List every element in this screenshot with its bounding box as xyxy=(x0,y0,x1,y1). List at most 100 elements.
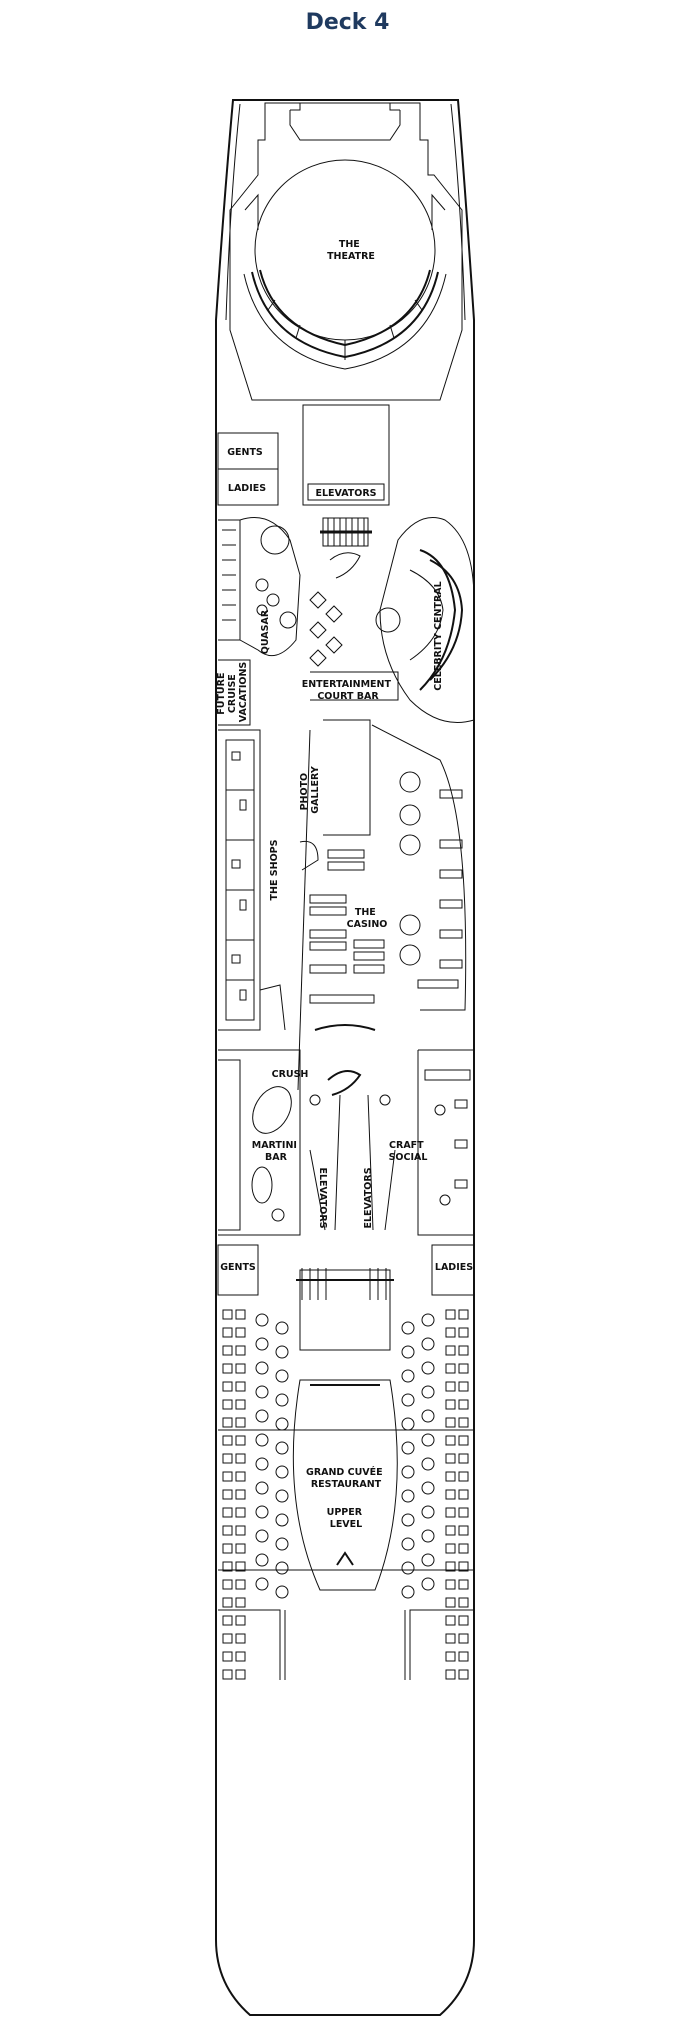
table xyxy=(222,1561,233,1572)
table xyxy=(222,1381,233,1392)
table xyxy=(222,1327,233,1338)
quasar-label: QUASAR xyxy=(260,609,271,654)
table xyxy=(222,1471,233,1482)
hull-outline xyxy=(215,99,475,2016)
table xyxy=(222,1417,233,1428)
table xyxy=(401,1513,415,1527)
table xyxy=(235,1507,246,1518)
table xyxy=(222,1363,233,1374)
table xyxy=(421,1385,435,1399)
table xyxy=(421,1481,435,1495)
table xyxy=(401,1489,415,1503)
table xyxy=(445,1471,456,1482)
table xyxy=(421,1553,435,1567)
table xyxy=(445,1507,456,1518)
casino-label: THE CASINO xyxy=(347,907,388,930)
table xyxy=(458,1543,469,1554)
restaurant-area xyxy=(218,1379,474,1680)
table xyxy=(235,1561,246,1572)
table xyxy=(255,1505,269,1519)
gents-aft-label: GENTS xyxy=(220,1262,256,1273)
table xyxy=(401,1465,415,1479)
table xyxy=(275,1321,289,1335)
table xyxy=(421,1313,435,1327)
table xyxy=(401,1417,415,1431)
table xyxy=(275,1393,289,1407)
table xyxy=(275,1441,289,1455)
table xyxy=(235,1345,246,1356)
elevators-port-label: ELEVATORS xyxy=(317,1167,328,1228)
future-cruise-label: FUTURE CRUISE VACATIONS xyxy=(216,662,249,723)
table xyxy=(421,1361,435,1375)
table xyxy=(255,1457,269,1471)
table xyxy=(235,1525,246,1536)
table xyxy=(458,1381,469,1392)
table xyxy=(222,1309,233,1320)
table xyxy=(222,1489,233,1500)
forward-lobby xyxy=(217,404,390,579)
table xyxy=(421,1457,435,1471)
photo-gallery-area xyxy=(323,719,371,836)
table xyxy=(222,1669,233,1680)
theatre-label: THE THEATRE xyxy=(327,239,375,262)
table xyxy=(235,1543,246,1554)
table xyxy=(222,1345,233,1356)
table xyxy=(445,1651,456,1662)
craft-social-label: CRAFT SOCIAL xyxy=(389,1140,428,1163)
table xyxy=(255,1409,269,1423)
aft-lobby xyxy=(217,1244,475,1351)
table xyxy=(421,1433,435,1447)
central-elevators xyxy=(309,1094,396,1231)
table xyxy=(458,1669,469,1680)
table xyxy=(222,1453,233,1464)
deck-title: Deck 4 xyxy=(305,10,390,35)
entertainment-court-label: ENTERTAINMENT COURT BAR xyxy=(302,679,395,702)
table xyxy=(275,1369,289,1383)
table xyxy=(222,1435,233,1446)
table xyxy=(458,1399,469,1410)
celebrity-central-area xyxy=(375,517,475,723)
table xyxy=(458,1651,469,1662)
table xyxy=(458,1309,469,1320)
table xyxy=(458,1507,469,1518)
table xyxy=(255,1577,269,1591)
table xyxy=(445,1363,456,1374)
table xyxy=(275,1417,289,1431)
table xyxy=(458,1417,469,1428)
table xyxy=(401,1441,415,1455)
gents-forward-label: GENTS xyxy=(227,447,263,458)
photo-gallery-label: PHOTO GALLERY xyxy=(299,766,321,814)
table xyxy=(222,1507,233,1518)
table xyxy=(458,1597,469,1608)
table xyxy=(445,1597,456,1608)
table xyxy=(458,1327,469,1338)
table xyxy=(401,1537,415,1551)
table xyxy=(458,1579,469,1590)
table xyxy=(458,1471,469,1482)
future-cruise-area xyxy=(218,659,251,726)
table xyxy=(275,1489,289,1503)
table xyxy=(255,1481,269,1495)
crush-label: CRUSH xyxy=(272,1069,309,1080)
grand-cuvee-label: GRAND CUVÉE RESTAURANT xyxy=(306,1466,386,1490)
table xyxy=(445,1633,456,1644)
table xyxy=(235,1633,246,1644)
table xyxy=(275,1465,289,1479)
table xyxy=(458,1345,469,1356)
table xyxy=(222,1651,233,1662)
table xyxy=(445,1381,456,1392)
casino-area xyxy=(299,724,467,1031)
table xyxy=(275,1585,289,1599)
table xyxy=(421,1409,435,1423)
table xyxy=(401,1321,415,1335)
table xyxy=(235,1399,246,1410)
table xyxy=(255,1361,269,1375)
table xyxy=(458,1489,469,1500)
table xyxy=(445,1669,456,1680)
table xyxy=(445,1489,456,1500)
theatre-area xyxy=(229,102,463,401)
table xyxy=(445,1543,456,1554)
shops-area xyxy=(218,729,286,1031)
table xyxy=(458,1435,469,1446)
table xyxy=(255,1553,269,1567)
